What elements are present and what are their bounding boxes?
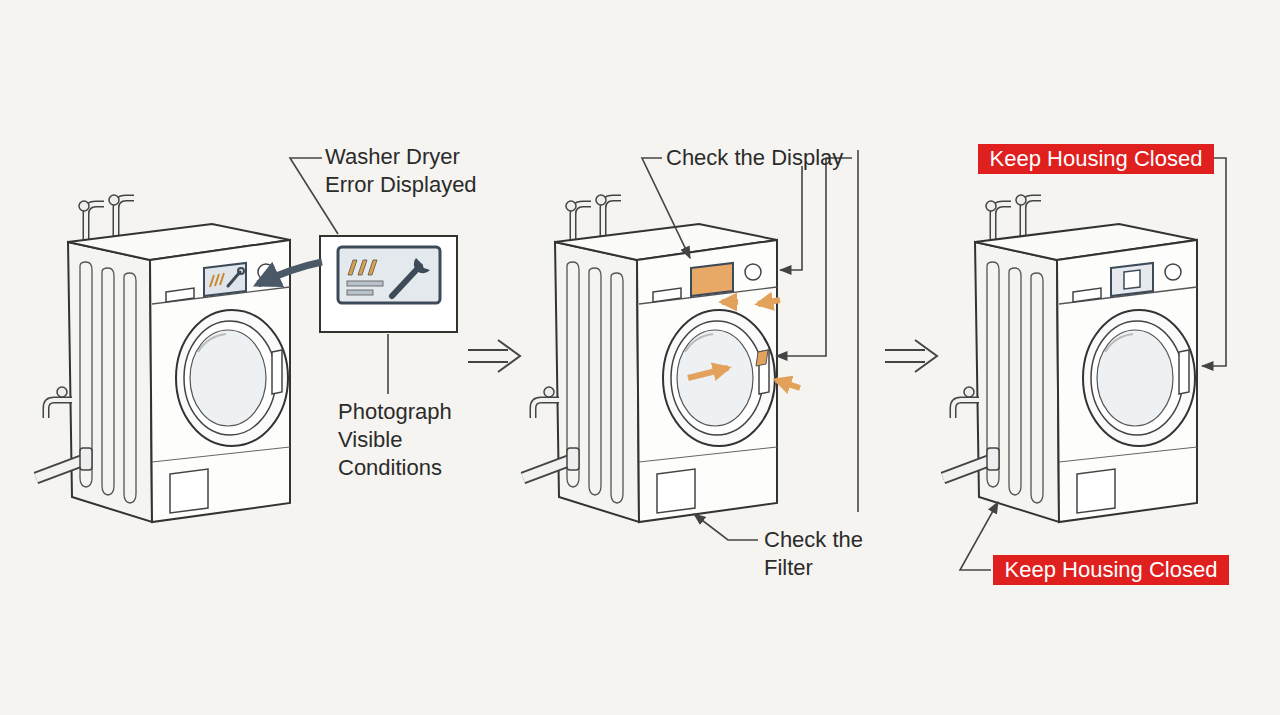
callout-label: Check the Display [666,144,886,172]
washer-dryer-illustration [523,195,777,522]
washer-dryer-illustration [36,195,290,522]
callout-label: Washer Dryer Error Displayed [325,143,500,199]
wrench-icon [414,258,430,273]
status-bars [348,260,377,275]
wrench-icon [228,272,240,286]
leader-line [780,166,802,270]
display-screen [691,263,733,296]
step-arrow [468,340,520,372]
display-inset [320,236,457,332]
error-display [204,263,246,296]
wrench-icon [238,268,244,274]
wrench-icon [392,266,420,296]
inset-frame [320,236,457,332]
warning-text: Keep Housing Closed [982,145,1210,173]
leader-line [387,334,389,394]
warning-text: Keep Housing Closed [997,556,1225,584]
callout-label: Check the Filter [764,526,882,582]
inspection-arrow [722,299,738,305]
door-latch-mark [756,350,768,366]
inspection-arrow [688,368,728,378]
leader-line [694,514,758,540]
display-screen [204,263,246,296]
leader-line [776,158,852,356]
pointer-arrow [258,262,322,284]
washer-dryer-illustration [943,195,1197,522]
warning-box: Keep Housing Closed [993,555,1229,585]
step-arrow [885,340,937,372]
divider-line [857,150,859,512]
display-icon [210,273,224,287]
inspection-arrows [688,300,800,388]
status-line [347,281,383,286]
inspection-arrow [776,380,800,388]
display-icon [1124,270,1140,289]
leader-line [642,158,690,258]
callout-label: Photograph Visible Conditions [338,398,473,482]
leader-line [1202,158,1226,366]
inspection-arrow [758,300,780,304]
display-screen [1111,263,1153,296]
warning-box: Keep Housing Closed [978,144,1214,174]
inset-screen [338,247,440,303]
status-line [347,290,373,295]
